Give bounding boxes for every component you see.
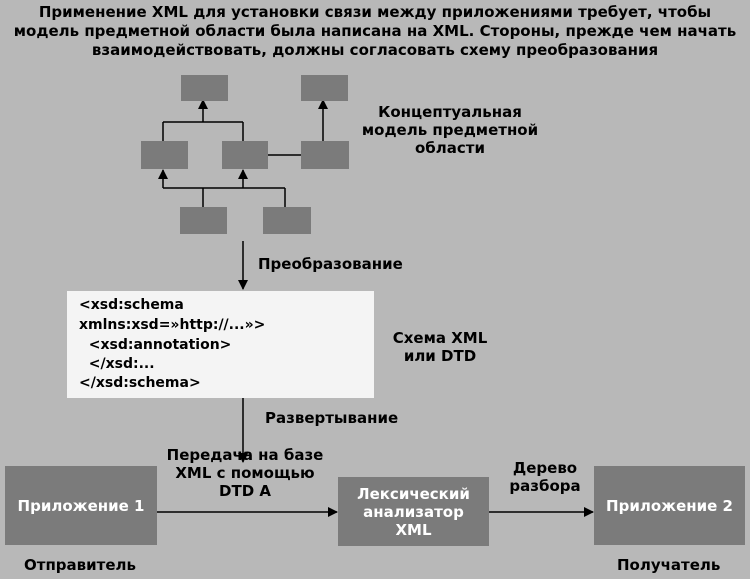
app2-box: Приложение 2 (594, 466, 745, 545)
app1-label: Приложение 1 (17, 496, 145, 515)
app1-box: Приложение 1 (5, 466, 157, 545)
lexer-label: Лексический анализатор XML (357, 484, 470, 539)
code-line: </xsd:schema> (79, 375, 201, 391)
deployment-label: Развертывание (265, 409, 399, 427)
code-line: xmlns:xsd=»http://...»> (79, 317, 266, 333)
model-node (222, 141, 268, 169)
code-line: </xsd:... (79, 356, 155, 372)
app2-label: Приложение 2 (606, 496, 733, 515)
schema-label: Схема XML или DTD (392, 329, 488, 365)
model-node (263, 207, 311, 234)
code-line: <xsd:annotation> (79, 337, 232, 353)
transfer-label: Передача на базе XML с помощью DTD A (166, 446, 324, 500)
conceptual-model-label: Концептуальная модель предметной области (361, 103, 539, 157)
transformation-label: Преобразование (258, 255, 403, 273)
parse-tree-label: Дерево разбора (509, 459, 581, 495)
code-line: <xsd:schema (79, 297, 184, 313)
model-node (181, 75, 228, 101)
diagram-title: Применение XML для установки связи между… (13, 3, 737, 59)
model-node (180, 207, 227, 234)
model-node (141, 141, 188, 169)
lexer-box: Лексический анализатор XML (338, 477, 489, 546)
sender-label: Отправитель (24, 556, 137, 574)
model-node (301, 75, 348, 101)
model-node (301, 141, 349, 169)
schema-code-block: <xsd:schema xmlns:xsd=»http://...»> <xsd… (67, 291, 374, 398)
receiver-label: Получатель (617, 556, 721, 574)
